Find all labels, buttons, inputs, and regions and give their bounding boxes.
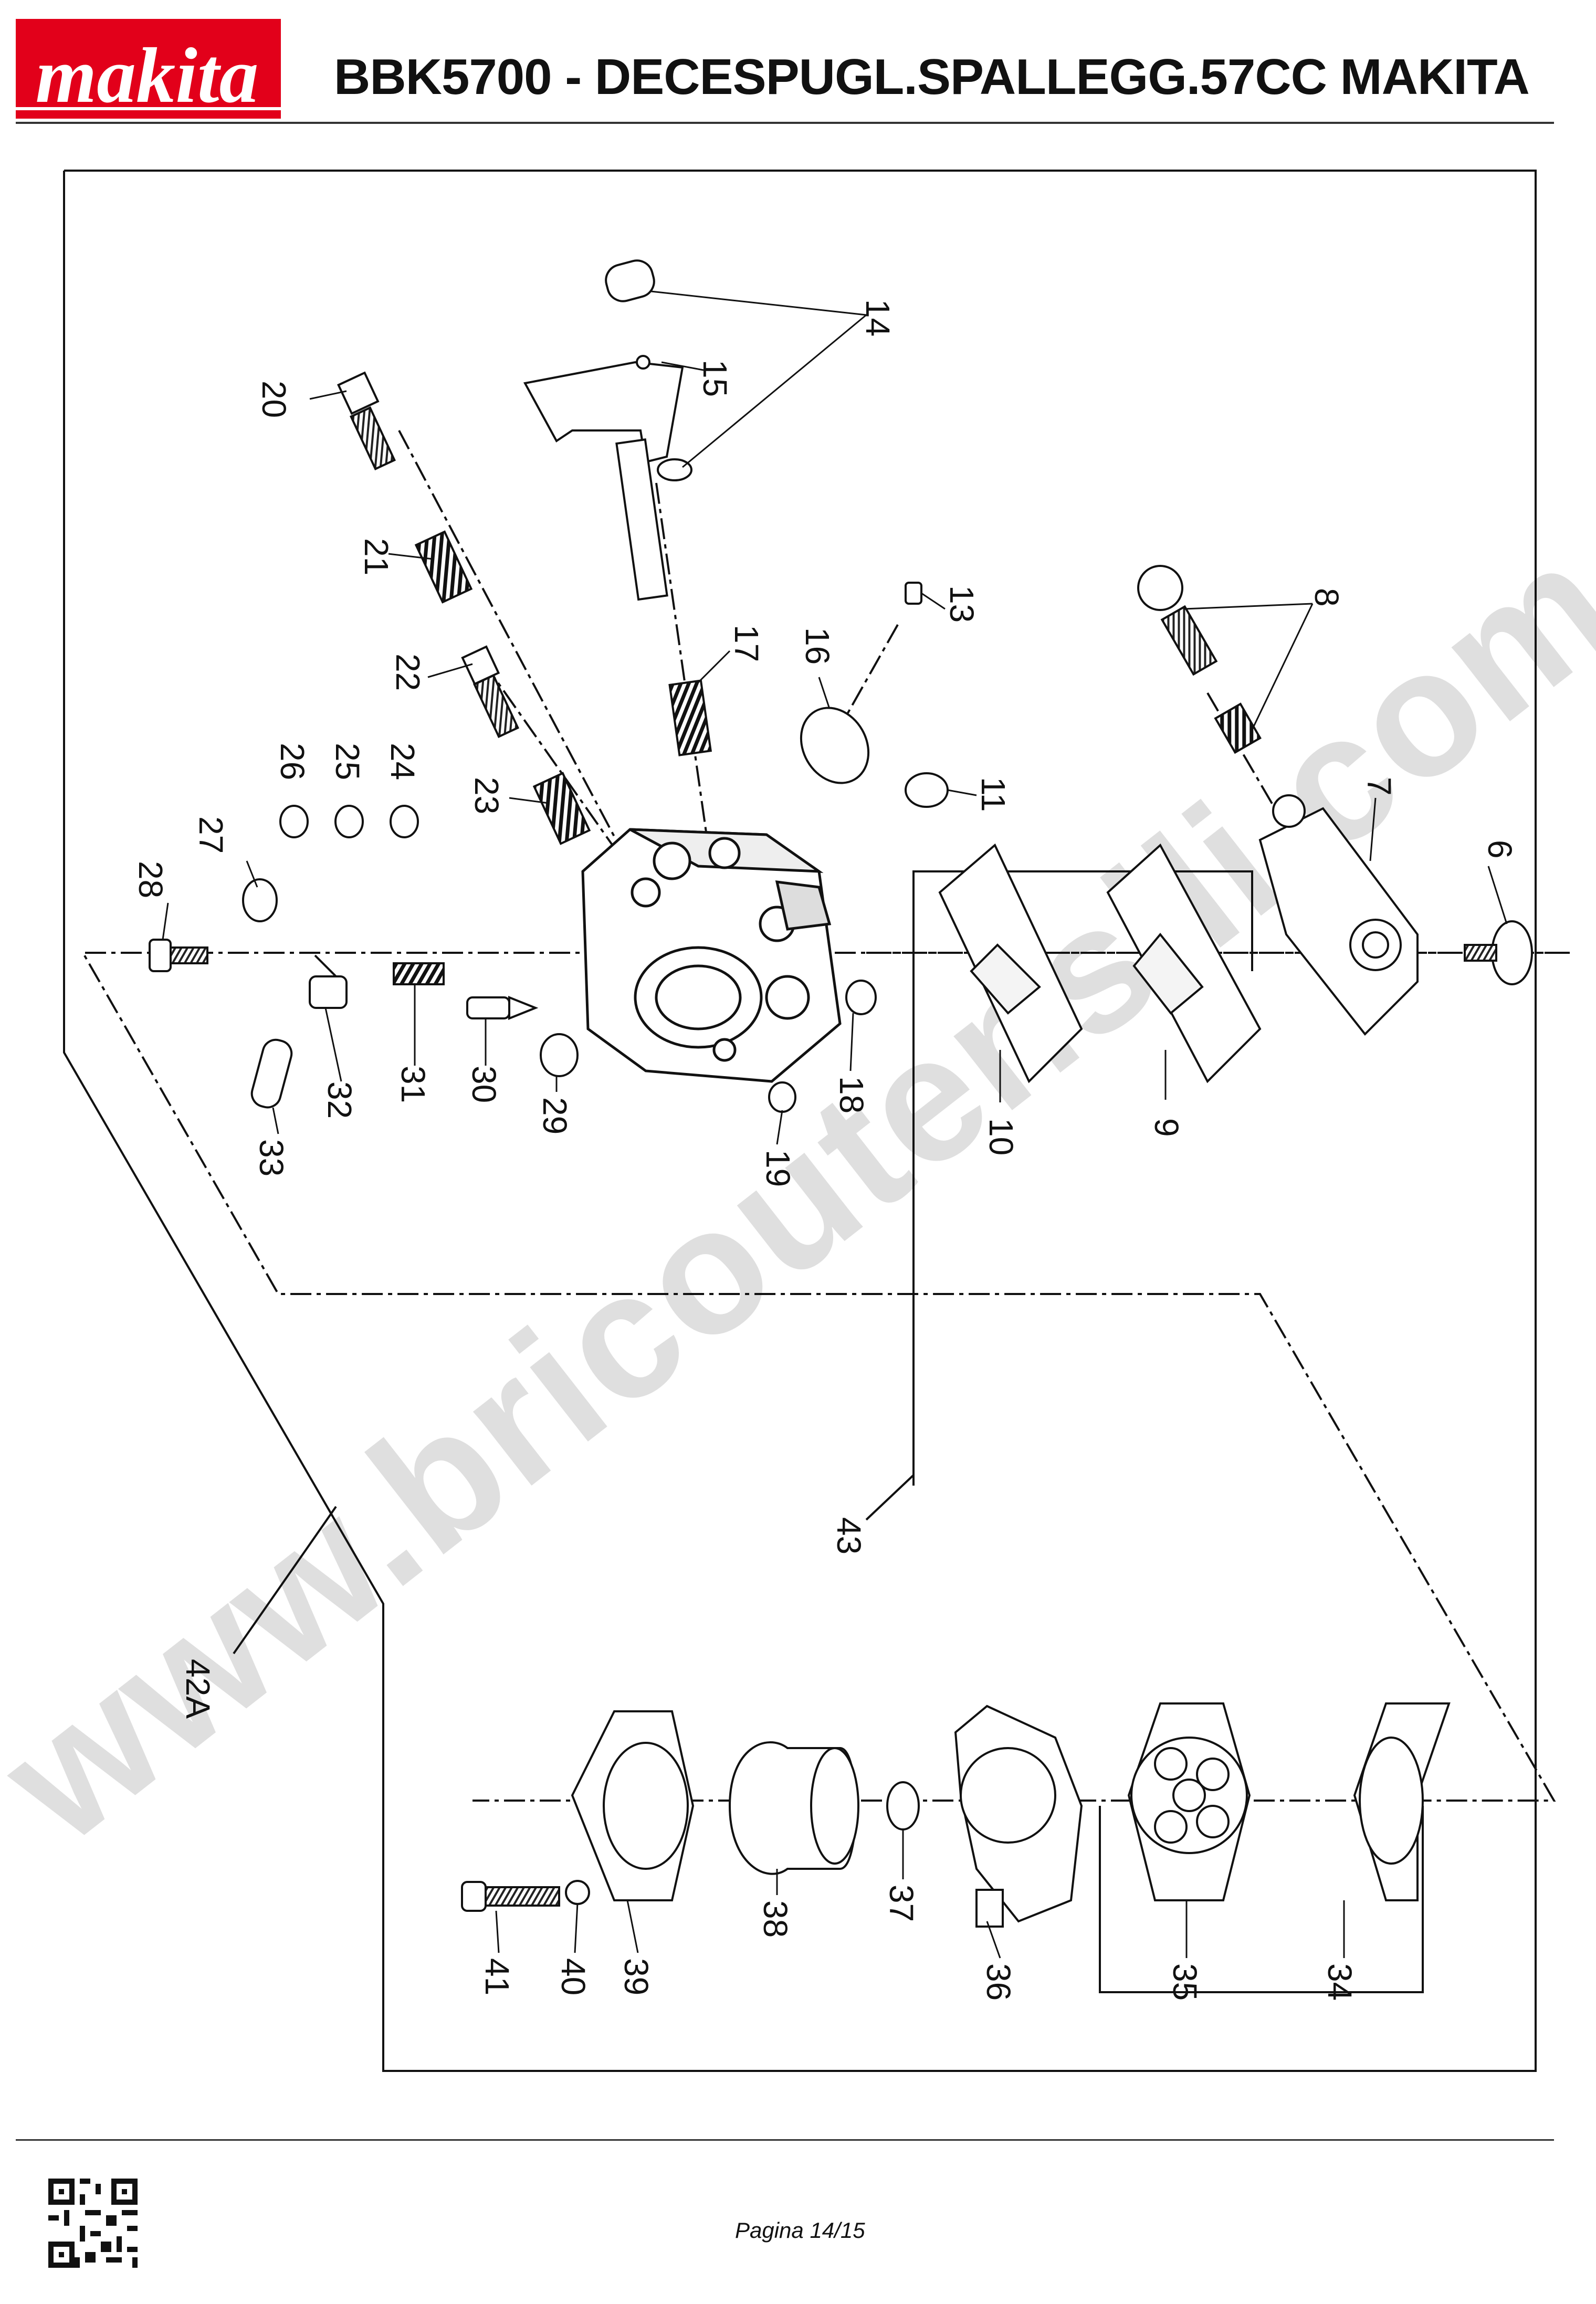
callout-29: 29 xyxy=(536,1097,574,1134)
footer-divider xyxy=(16,2139,1554,2141)
chain-throttle xyxy=(655,482,710,851)
callout-33: 33 xyxy=(253,1139,290,1176)
page-number: Pagina 14/15 xyxy=(735,2218,865,2243)
makita-logo: makita xyxy=(16,19,281,119)
pump-cover xyxy=(1137,565,1533,1036)
outer-frame xyxy=(63,170,1537,2072)
callout-10: 10 xyxy=(982,1118,1020,1155)
callout-11: 11 xyxy=(974,777,1012,812)
callout-16: 16 xyxy=(799,627,836,665)
callout-22: 22 xyxy=(389,654,427,691)
callout-17: 17 xyxy=(728,625,765,662)
callout-28: 28 xyxy=(132,861,170,898)
leader-lines xyxy=(162,290,1508,1959)
callout-13: 13 xyxy=(943,585,981,623)
needles xyxy=(337,371,591,845)
leader-42a xyxy=(233,1506,337,1655)
callout-19: 19 xyxy=(759,1150,797,1187)
page-title: BBK5700 - DECESPUGL.SPALLEGG.57CC MAKITA xyxy=(334,49,1530,105)
callout-38: 38 xyxy=(757,1900,794,1938)
callout-8: 8 xyxy=(1308,588,1346,607)
callout-25: 25 xyxy=(329,743,366,780)
callout-34: 34 xyxy=(1321,1963,1359,2001)
small-parts xyxy=(149,582,949,1113)
header-divider xyxy=(16,122,1554,124)
leader-43 xyxy=(865,1474,915,1521)
callout-15: 15 xyxy=(696,360,734,397)
callout-14: 14 xyxy=(859,299,897,336)
callout-31: 31 xyxy=(394,1066,432,1103)
callout-40: 40 xyxy=(554,1958,592,1995)
callout-36: 36 xyxy=(980,1963,1017,2001)
callout-39: 39 xyxy=(617,1958,655,1995)
callout-7: 7 xyxy=(1360,777,1398,796)
callout-9: 9 xyxy=(1148,1118,1185,1137)
callout-24: 24 xyxy=(384,743,422,780)
logo-wordmark: makita xyxy=(35,32,258,119)
carburetor-body xyxy=(581,828,842,1083)
callout-35: 35 xyxy=(1166,1963,1204,2001)
callout-26: 26 xyxy=(274,743,311,780)
callout-42a: 42A xyxy=(179,1659,217,1719)
bracket-34-35 xyxy=(1099,1806,1424,1993)
callout-20: 20 xyxy=(255,381,293,418)
chain-8 xyxy=(1206,692,1282,820)
callout-18: 18 xyxy=(833,1076,870,1113)
callout-37: 37 xyxy=(883,1885,920,1922)
chain-needle-high xyxy=(398,430,631,867)
chain-needle-low xyxy=(482,660,647,893)
gaskets-9-10 xyxy=(938,843,1262,1083)
callout-27: 27 xyxy=(192,816,230,854)
callout-32: 32 xyxy=(321,1081,359,1119)
throttle-shaft-assembly xyxy=(523,259,712,756)
callout-23: 23 xyxy=(468,777,506,814)
callout-6: 6 xyxy=(1481,840,1519,859)
callout-41: 41 xyxy=(478,1958,516,1995)
callout-43: 43 xyxy=(830,1517,868,1554)
chain-upper xyxy=(81,952,1570,1802)
qr-code xyxy=(48,2179,138,2268)
callout-21: 21 xyxy=(358,538,395,575)
callout-30: 30 xyxy=(465,1066,503,1103)
lower-assembly xyxy=(461,1702,1451,1928)
